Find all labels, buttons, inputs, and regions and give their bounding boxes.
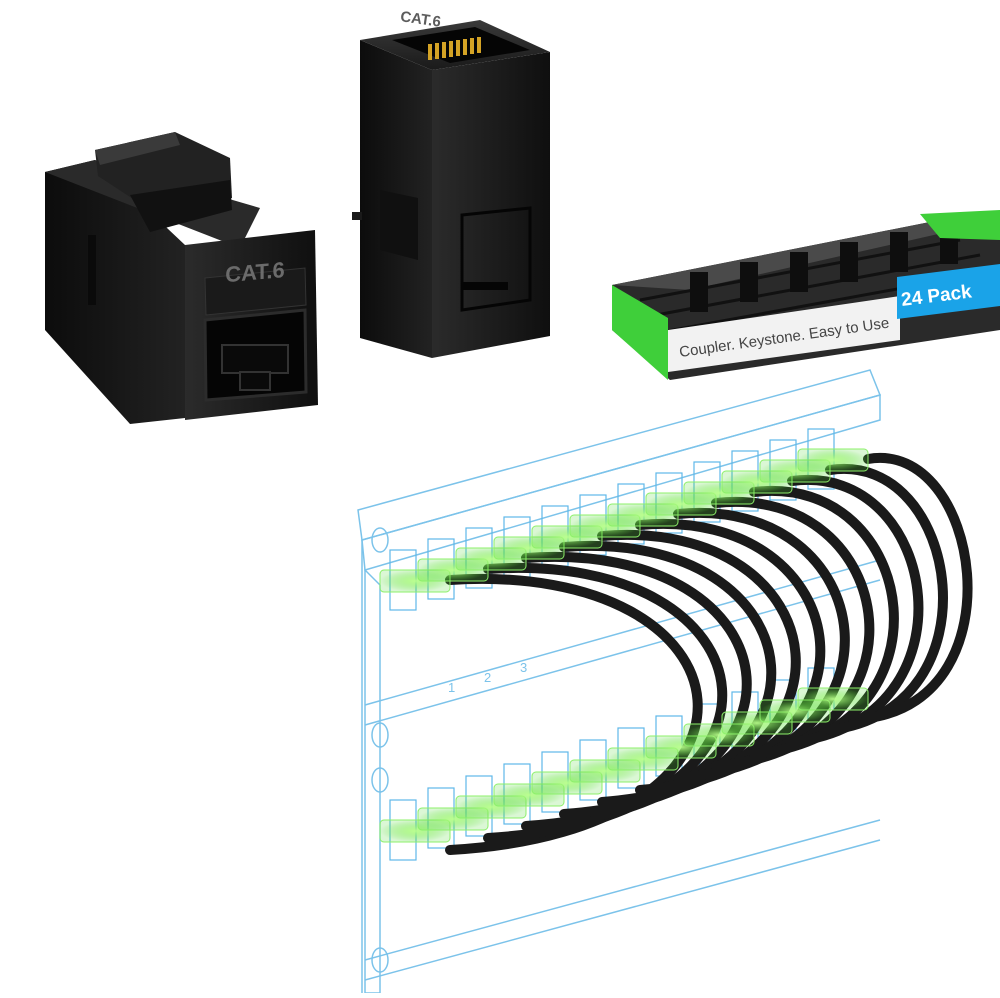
panel-number-3: 3 <box>520 660 527 675</box>
coupler-front-label: CAT.6 <box>225 257 284 287</box>
rj45-plug <box>797 687 869 711</box>
rj45-plug <box>797 448 869 472</box>
patch-panel-illustration: 1 2 3 <box>357 369 973 994</box>
coupler-sideways-icon: CAT.6 <box>45 132 318 424</box>
patch-cable <box>863 452 973 723</box>
keystone-pack-icon: Coupler. Keystone. Easy to Use 24 Pack <box>612 210 1000 380</box>
panel-number-2: 2 <box>484 670 491 685</box>
panel-number-1: 1 <box>448 680 455 695</box>
coupler-upright-icon: CAT.6 <box>352 8 550 358</box>
coupler-top-label: CAT.6 <box>399 8 442 30</box>
